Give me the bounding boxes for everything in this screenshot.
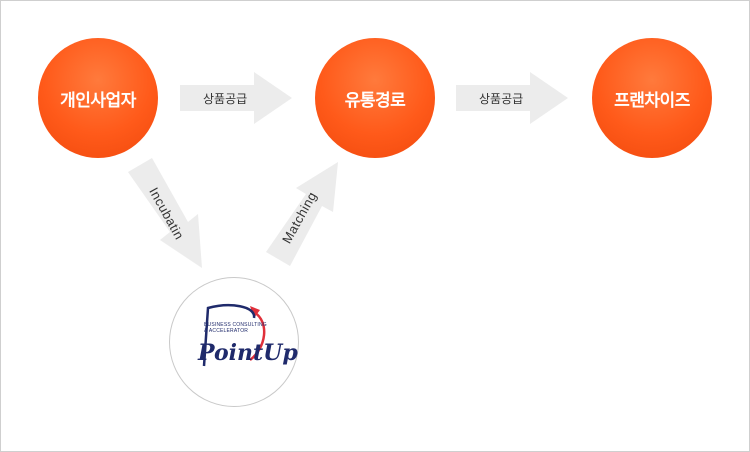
supply-label-1: 상품공급 (203, 92, 248, 106)
arrow-supply-1 (180, 72, 292, 124)
logo-word: PointUp (198, 340, 298, 366)
arrow-matching (266, 162, 338, 266)
node-individual-business-label: 개인사업자 (60, 90, 136, 110)
pointup-logo-mark (202, 304, 266, 367)
pointup-logo: Business consulting & Accelerator PointU… (169, 277, 299, 407)
node-franchise: 프랜차이즈 (592, 38, 712, 158)
node-distribution-channel-label: 유통경로 (344, 90, 406, 110)
logo-tagline-1: Business consulting (204, 322, 267, 328)
node-franchise-label: 프랜차이즈 (614, 90, 690, 110)
node-distribution-channel: 유통경로 (315, 38, 435, 158)
supply-label-2: 상품공급 (479, 92, 524, 106)
arrow-supply-2 (456, 72, 568, 124)
arrow-incubation (128, 158, 202, 268)
logo-tagline-2: & Accelerator (204, 328, 249, 334)
node-individual-business: 개인사업자 (38, 38, 158, 158)
